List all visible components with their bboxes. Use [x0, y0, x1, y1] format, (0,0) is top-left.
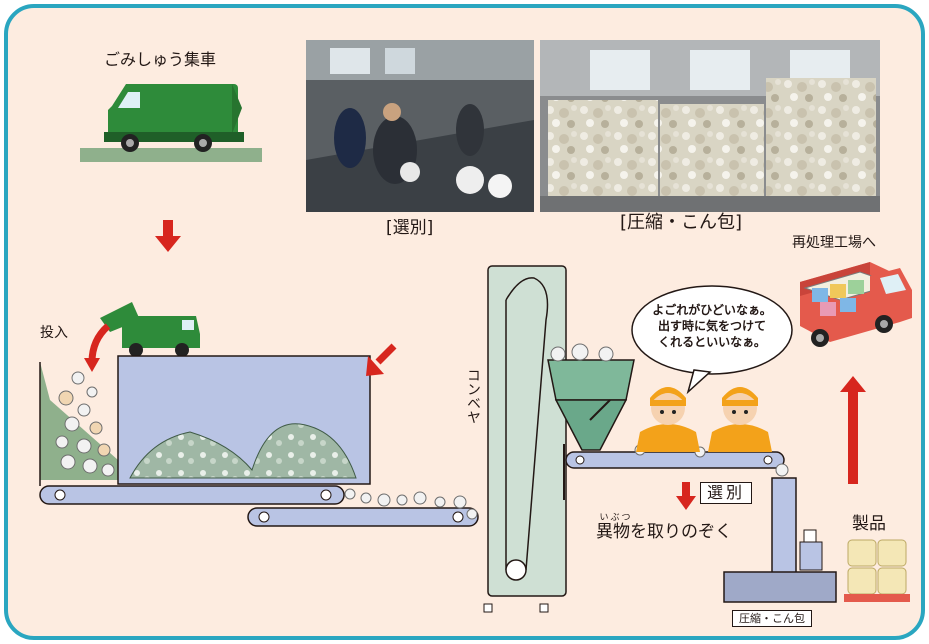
bubble-line-2: 出す時に気をつけて — [657, 319, 766, 334]
conveyor-label: コンベヤ — [465, 368, 481, 424]
arrow-up-icon — [840, 376, 866, 484]
truck-label: ごみしゅう集車 — [104, 50, 217, 69]
vertical-conveyor — [483, 265, 567, 613]
remove-text: 異物を取りのぞく — [596, 522, 732, 542]
factory-truck-illustration — [800, 262, 912, 347]
product-bales — [844, 539, 910, 602]
bubble-line-1: よごれがひどいなぁ。 — [652, 303, 772, 317]
garbage-on-conveyor — [344, 488, 478, 520]
arrow-indicator-icon — [366, 343, 397, 376]
remove-label: いぶつ 異物を取りのぞく — [596, 514, 732, 541]
photo-compress-caption: [圧縮・こん包] — [620, 212, 743, 233]
garbage-pile — [55, 371, 115, 477]
photo-compress — [540, 40, 880, 212]
worker-2 — [708, 387, 772, 452]
compressor-machine — [723, 463, 837, 603]
to-factory-label: 再処理工場へ — [792, 235, 876, 251]
dumping-truck-illustration — [100, 302, 200, 357]
garbage-truck-illustration — [80, 84, 262, 162]
bottom-conveyor — [39, 485, 479, 527]
dump-label: 投入 — [40, 325, 68, 341]
speech-bubble — [631, 285, 793, 395]
compress-box-label: 圧縮・こん包 — [732, 610, 812, 627]
photo-sorting-caption: [選別] — [386, 218, 434, 238]
arrow-remove-icon — [676, 482, 696, 510]
worker-1 — [636, 387, 700, 452]
remove-ruby: いぶつ — [599, 513, 633, 523]
speech-bubble-text: よごれがひどいなぁ。 出す時に気をつけて くれるといいなぁ。 — [640, 302, 784, 351]
storage-pit — [39, 355, 371, 486]
photo-sorting — [306, 40, 534, 212]
bubble-line-3: くれるといいなぁ。 — [658, 335, 766, 350]
product-label: 製品 — [852, 514, 886, 534]
arrow-down-icon — [155, 220, 181, 252]
sorting-hopper — [547, 343, 635, 500]
sorting-box-label: 選別 — [700, 482, 753, 504]
